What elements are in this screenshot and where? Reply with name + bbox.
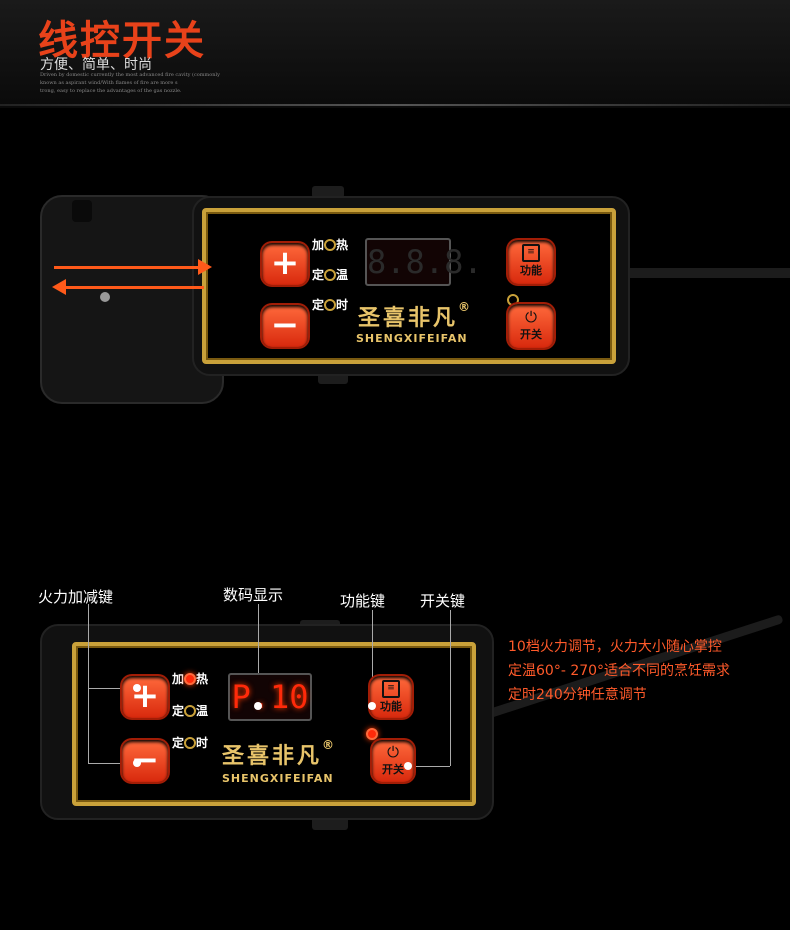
plus-button[interactable]: + bbox=[122, 676, 168, 718]
page-subtitle: 方便、简单、时尚 bbox=[40, 57, 152, 73]
feature-note: 10档火力调节，火力大小随心掌控 bbox=[508, 639, 722, 655]
callout-digital-display: 数码显示 bbox=[223, 586, 284, 604]
tagline-line: known as aspirant wind/With flames of fi… bbox=[40, 80, 178, 86]
brand-name: 圣喜非凡® bbox=[358, 300, 474, 331]
screw-hole bbox=[100, 292, 110, 302]
led-icon bbox=[324, 238, 337, 251]
callout-line bbox=[88, 604, 89, 764]
callout-line bbox=[450, 610, 451, 766]
tagline-line: Driven by domestic currently the most ad… bbox=[40, 72, 220, 78]
callout-function-key: 功能键 bbox=[340, 592, 386, 610]
page-title: 线控开关 bbox=[38, 18, 206, 64]
indicator-temp: 定温 bbox=[172, 704, 209, 718]
menu-icon: ≡ bbox=[382, 680, 400, 698]
clip-tab bbox=[312, 186, 344, 198]
power-icon: ⏻ bbox=[525, 308, 537, 326]
digital-display: 8.8.8. bbox=[365, 238, 483, 286]
slide-arrow-in bbox=[54, 266, 204, 269]
indicator-heat: 加热 bbox=[312, 238, 349, 252]
power-button[interactable]: ⏻ 开关 bbox=[372, 740, 414, 782]
arrow-left-icon bbox=[52, 279, 66, 295]
bracket-notch bbox=[72, 200, 92, 222]
indicator-timer: 定时 bbox=[172, 736, 209, 750]
led-icon bbox=[184, 704, 197, 717]
callout-dot bbox=[133, 684, 141, 692]
brand-name-en: SHENGXIFEIFAN bbox=[356, 332, 468, 345]
feature-note: 定时240分钟任意调节 bbox=[508, 687, 647, 703]
callout-dot bbox=[133, 759, 141, 767]
led-icon bbox=[184, 672, 197, 685]
callout-dot bbox=[404, 762, 412, 770]
power-led-icon bbox=[366, 728, 378, 740]
minus-button[interactable]: − bbox=[122, 740, 168, 782]
digital-display: P.10 bbox=[228, 673, 312, 721]
tagline-line: trong, easy to replace the advantages of… bbox=[40, 88, 182, 94]
header-banner bbox=[0, 0, 790, 108]
slide-arrow-out bbox=[64, 286, 204, 289]
callout-line bbox=[88, 763, 136, 764]
callout-line bbox=[372, 610, 373, 706]
brand-name-en: SHENGXIFEIFAN bbox=[222, 772, 334, 785]
function-button[interactable]: ≡ 功能 bbox=[370, 676, 412, 718]
feature-note: 定温60°- 270°适合不同的烹饪需求 bbox=[508, 663, 731, 679]
power-button[interactable]: ⏻ 开关 bbox=[508, 304, 554, 348]
indicator-heat: 加热 bbox=[172, 672, 209, 686]
indicator-temp: 定温 bbox=[312, 268, 349, 282]
callout-line bbox=[258, 604, 259, 704]
callout-dot bbox=[254, 702, 262, 710]
led-icon bbox=[324, 268, 337, 281]
led-icon bbox=[184, 736, 197, 749]
menu-icon: ≡ bbox=[522, 244, 540, 262]
callout-power-key: 开关键 bbox=[420, 592, 466, 610]
arrow-right-icon bbox=[198, 259, 212, 275]
callout-dot bbox=[368, 702, 376, 710]
power-icon: ⏻ bbox=[387, 743, 399, 761]
indicator-timer: 定时 bbox=[312, 298, 349, 312]
plus-button[interactable]: + bbox=[262, 243, 308, 285]
device-cable bbox=[625, 268, 790, 278]
callout-fire-keys: 火力加减键 bbox=[38, 588, 114, 606]
led-icon bbox=[324, 298, 337, 311]
callout-line bbox=[88, 688, 136, 689]
minus-button[interactable]: − bbox=[262, 305, 308, 347]
brand-name: 圣喜非凡® bbox=[222, 738, 338, 769]
callout-line bbox=[410, 766, 450, 767]
header-divider bbox=[0, 104, 790, 106]
function-button[interactable]: ≡ 功能 bbox=[508, 240, 554, 284]
